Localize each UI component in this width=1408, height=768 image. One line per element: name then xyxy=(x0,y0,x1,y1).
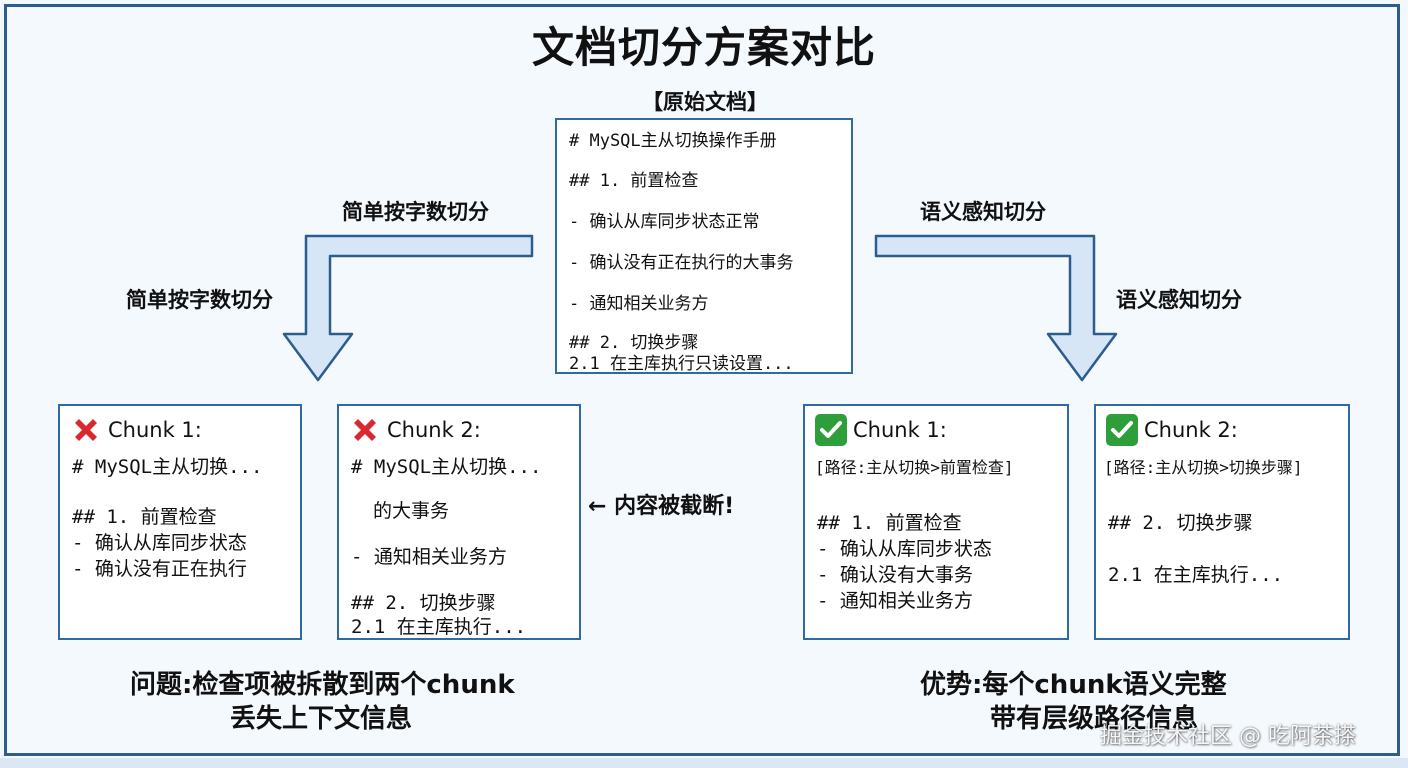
chunk-line: - 确认没有正在执行 xyxy=(72,558,247,580)
cross-icon xyxy=(354,419,376,441)
problem-line-1: 问题:检查项被拆散到两个chunk xyxy=(130,670,515,700)
chunk-line: - 确认从库同步状态 xyxy=(72,532,247,554)
chunk-line: 2.1 在主库执行... xyxy=(351,616,527,638)
bad-chunk-2: Chunk 2: # MySQL主从切换... 的大事务 - 通知相关业务方 #… xyxy=(337,404,581,640)
chunk-line: ## 1. 前置检查 xyxy=(817,512,962,534)
original-doc-line: # MySQL主从切换操作手册 xyxy=(569,131,777,151)
cross-icon xyxy=(75,419,97,441)
chunk-path: [路径:主从切换>前置检查] xyxy=(815,458,1014,477)
chunk-path: [路径:主从切换>切换步骤] xyxy=(1104,458,1303,477)
chunk-line: ## 2. 切换步骤 xyxy=(1108,512,1253,534)
original-doc-line: - 确认没有正在执行的大事务 xyxy=(569,253,794,273)
advantage-line-2: 带有层级路径信息 xyxy=(990,704,1199,734)
chunk-line: 2.1 在主库执行... xyxy=(1108,564,1284,586)
check-icon xyxy=(815,414,847,446)
check-icon xyxy=(1106,414,1138,446)
left-method-label-top: 简单按字数切分 xyxy=(342,200,489,224)
truncation-note: ← 内容被截断! xyxy=(588,494,735,519)
chunk-line: ## 2. 切换步骤 xyxy=(351,592,496,614)
original-doc-line: 2.1 在主库执行只读设置... xyxy=(569,354,794,374)
original-doc-line: - 确认从库同步状态正常 xyxy=(569,212,760,232)
problem-line-2: 丢失上下文信息 xyxy=(230,704,413,734)
left-method-label-side: 简单按字数切分 xyxy=(126,288,273,312)
good-chunk-2: Chunk 2: [路径:主从切换>切换步骤] ## 2. 切换步骤 2.1 在… xyxy=(1094,404,1350,640)
original-doc-box: # MySQL主从切换操作手册 ## 1. 前置检查 - 确认从库同步状态正常 … xyxy=(555,118,853,374)
chunk-line: 的大事务 xyxy=(373,500,450,522)
chunk-line: - 通知相关业务方 xyxy=(817,590,973,612)
right-split-arrow xyxy=(874,234,1118,382)
chunk-title: Chunk 2: xyxy=(387,418,481,442)
chunk-line: ## 1. 前置检查 xyxy=(72,506,217,528)
page-title: 文档切分方案对比 xyxy=(531,23,876,72)
bad-chunk-1: Chunk 1: # MySQL主从切换... ## 1. 前置检查 - 确认从… xyxy=(58,404,302,640)
chunk-line: - 确认没有大事务 xyxy=(817,564,973,586)
chunk-line: - 通知相关业务方 xyxy=(351,546,507,568)
chunk-title: Chunk 1: xyxy=(853,418,947,442)
advantage-line-1: 优势:每个chunk语义完整 xyxy=(920,670,1227,700)
left-split-arrow xyxy=(282,234,534,382)
original-doc-line: - 通知相关业务方 xyxy=(569,294,709,314)
right-method-label-top: 语义感知切分 xyxy=(920,200,1046,224)
bottom-strip xyxy=(0,758,1408,768)
chunk-line: # MySQL主从切换... xyxy=(351,456,542,478)
original-doc-line: ## 1. 前置检查 xyxy=(569,171,699,191)
original-doc-label: 【原始文档】 xyxy=(642,90,768,114)
good-chunk-1: Chunk 1: [路径:主从切换>前置检查] ## 1. 前置检查 - 确认从… xyxy=(803,404,1069,640)
right-method-label-side: 语义感知切分 xyxy=(1116,288,1242,312)
chunk-line: # MySQL主从切换... xyxy=(72,456,263,478)
chunk-title: Chunk 2: xyxy=(1144,418,1238,442)
chunk-title: Chunk 1: xyxy=(108,418,202,442)
watermark: 掘金技术社区 @ 吃阿茶搽 xyxy=(1100,724,1356,749)
chunk-line: - 确认从库同步状态 xyxy=(817,538,992,560)
original-doc-line: ## 2. 切换步骤 xyxy=(569,333,699,353)
